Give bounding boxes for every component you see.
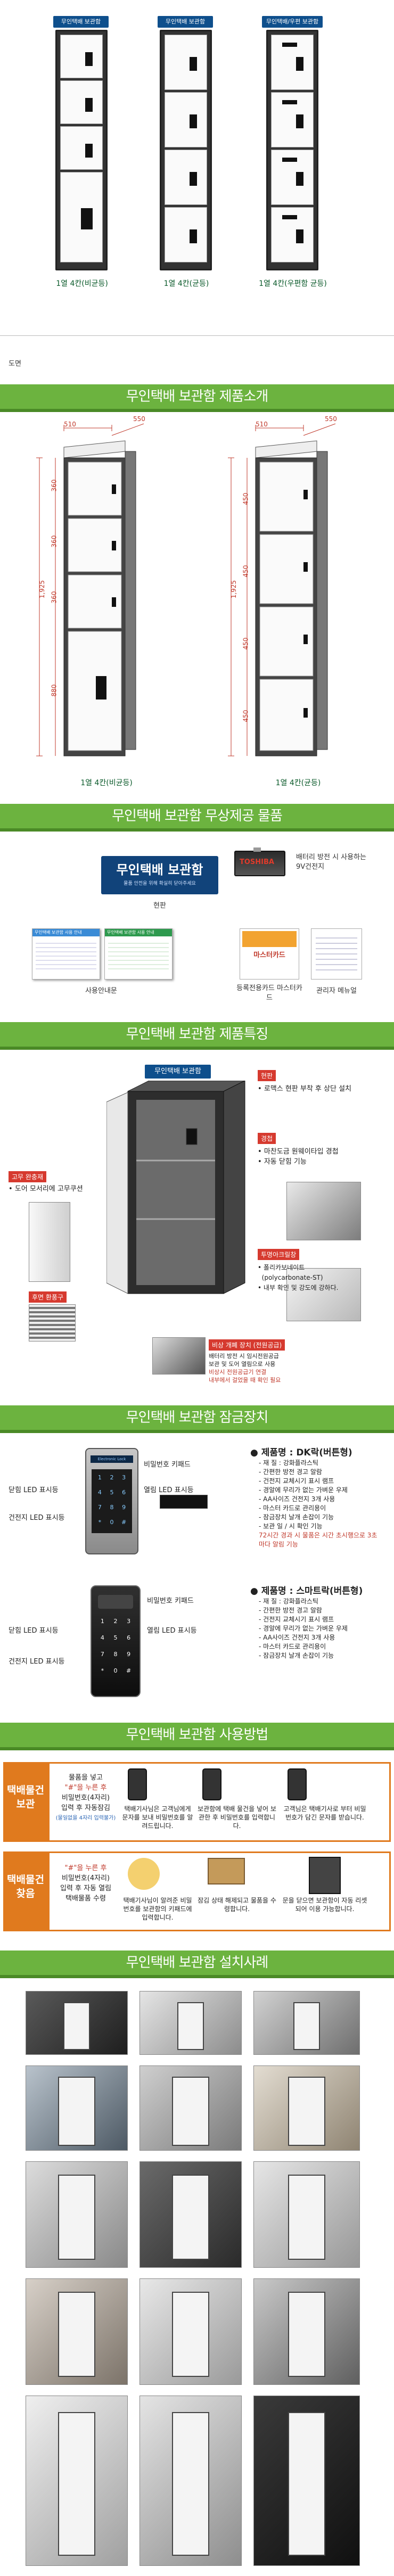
install-photo [253,1991,360,2055]
smart-title: ● 제품명 : 스마트락(버튼형) [250,1586,363,1596]
dim-door-2: 360 [50,535,58,548]
install-photo [253,2396,360,2566]
card-text: 마스터카드 [253,951,285,959]
usage-find-intro: "#"을 누른 후 비밀번호(4자리) 입력 후 자동 열림 택배물품 수령 [60,1864,112,1903]
dk-label-battery: 건전지 LED 표시등 [9,1514,65,1522]
install-photo [26,2161,128,2268]
locker-3 [266,30,318,270]
dim-door-2: 450 [242,565,250,578]
desc-hinge: • 마찬도금 원웨이타입 경첩 • 자동 닫힘 기능 [258,1148,339,1166]
smart-label-open: 열림 LED 표시등 [147,1627,197,1635]
section-title-features: 무인택배 보관함 제품특징 [0,1022,394,1050]
usage-store-label: 택배물건 보관 [7,1784,44,1810]
tag-hinge: 경첩 [258,1133,276,1144]
smart-label-close: 닫힘 LED 표시등 [9,1627,59,1635]
locker-sign: 무인택배 보관함 [158,16,213,28]
usage-store-step-1: 택배기사님은 고객님에게 문자를 보내 비밀번호를 알려드립니다. [122,1805,193,1830]
rubber-photo [29,1202,70,1282]
install-photo [253,2161,360,2268]
section-title-install: 무인택배 보관함 설치사례 [0,1950,394,1978]
tag-rubber: 고무 완충재 [9,1171,47,1182]
smart-label-keypad: 비밀번호 키패드 [147,1597,194,1605]
emergency-photo [152,1337,206,1375]
acryl-photo [286,1268,361,1321]
freebie-sign-title: 무인택배 보관함 [116,862,203,877]
usage-store-step-2: 보관함에 택배 물건을 넣어 보관한 후 비밀번호를 입력합니다. [198,1805,276,1830]
dim-door-3: 360 [50,591,58,604]
dk-label-close: 닫힘 LED 표시등 [9,1486,59,1494]
dim-height: 1,925 [230,580,238,599]
usage-find-step-2: 잠김 상태 해제되고 물품을 수령합니다. [198,1897,276,1913]
vent-photo [29,1304,76,1342]
usage-find-step-1: 택배기사님이 알려준 비밀번호를 보관함의 키패드에 입력합니다. [123,1897,192,1921]
dim-door-4: 450 [242,710,250,722]
freebie-guide-caption: 사용안내문 [85,987,117,995]
install-photo [139,2065,242,2151]
dk-label-open: 열림 LED 표시등 [144,1486,194,1494]
dim-height: 1,925 [38,580,46,599]
dim-depth: 550 [133,415,145,423]
locker-1 [55,30,108,270]
section-title-intro: 무인택배 보관함 제품소개 [0,384,394,412]
install-photo [26,2396,128,2566]
dim-depth: 550 [325,415,337,423]
usage-find-step-3: 문을 닫으면 보관함이 자동 리셋되어 이용 가능합니다. [282,1897,367,1913]
smart-items: - 재 질 : 강화플라스틱 - 간편한 방전 경고 알람 - 건전지 교체시기… [259,1598,348,1659]
drawing-caption-right: 1열 4칸(균등) [275,779,321,787]
guide-sheet-1-title: 무인택배 보관함 사용 안내 [32,929,100,936]
dim-door-3: 450 [242,637,250,650]
install-photo [139,1991,242,2055]
battery-brand: TOSHIBA [240,858,274,866]
freebie-manual-caption: 관리자 메뉴얼 [316,987,357,995]
install-photo [253,2278,360,2385]
dim-width: 510 [256,421,268,428]
guide-sheet-2-title: 무인택배 보관함 사용 안내 [105,929,172,936]
drawing-caption-left: 1열 4칸(비균등) [80,779,133,787]
section-title-freebies: 무인택배 보관함 무상제공 물품 [0,804,394,832]
dk-items: - 재 질 : 강화플라스틱 - 간편한 방전 경고 알람 - 건전지 교체시기… [259,1459,377,1548]
desc-top: • 로맥스 현판 부착 후 상단 설치 [258,1085,351,1093]
locker-2 [160,30,212,270]
feature-sign: 무인택배 보관함 [145,1065,211,1079]
tag-acryl: 투명아크릴창 [258,1249,300,1260]
install-photo [139,2161,242,2268]
section-title-usage: 무인택배 보관함 사용방법 [0,1723,394,1750]
freebie-sign-sub: 물품 안전을 위해 확실히 닫아주세요 [124,881,196,886]
top-caption-3: 1열 4칸(우편함 균등) [259,279,327,288]
tag-sign: 현판 [258,1070,276,1081]
freebie-card-caption: 등록전용카드 마스터카드 [236,984,302,1002]
dim-width: 510 [64,421,76,428]
dk-label-keypad: 비밀번호 키패드 [144,1461,191,1469]
usage-find-label: 택배물건 찾음 [7,1874,44,1899]
install-photo [139,2396,242,2566]
tag-vent: 후면 환풍구 [29,1291,67,1303]
desc-acryl: • 폴리카보네이트 (polycarbonate-ST) • 내부 확인 및 강… [258,1264,339,1291]
install-photo [26,2278,128,2385]
usage-store-intro: 물품을 넣고 "#"을 누른 후 비밀번호(4자리) 입력 후 자동잠김 (물일… [55,1774,116,1821]
install-photo [26,1991,128,2055]
locker-sign: 무인택배/우편 보관함 [262,16,323,28]
dim-door-1: 360 [50,479,58,492]
smart-label-battery: 건전지 LED 표시등 [9,1658,65,1666]
tag-emergency: 비상 개폐 장치 (전원공급) [209,1339,285,1351]
freebie-sign-caption: 현판 [153,902,166,910]
locker-sign: 무인택배 보관함 [53,16,109,28]
drawing-label: 도면 [9,360,21,368]
install-photo [26,2065,128,2151]
usage-store-step-3: 고객님은 택배기사로 부터 비밀번호가 담긴 문자를 받습니다. [283,1805,366,1821]
install-photo [139,2278,242,2385]
install-photo [253,2065,360,2151]
desc-emergency: 배터리 방전 시 임시전원공급 보관 및 도어 열림으로 사용 비상시 전원공급… [209,1353,281,1384]
dim-door-4: 880 [50,684,58,697]
hinge-photo [286,1182,361,1240]
desc-rubber: • 도어 모서리에 고무쿠션 [9,1185,83,1193]
freebie-battery-caption: 배터리 방전 시 사용하는 9V건전지 [296,853,366,871]
top-caption-2: 1열 4칸(균등) [163,279,209,288]
dk-title: ● 제품명 : DK락(버튼형) [250,1447,352,1458]
top-caption-1: 1열 4칸(비균등) [56,279,108,288]
dim-door-1: 450 [242,492,250,505]
section-title-locks: 무인택배 보관함 잠금장치 [0,1405,394,1433]
